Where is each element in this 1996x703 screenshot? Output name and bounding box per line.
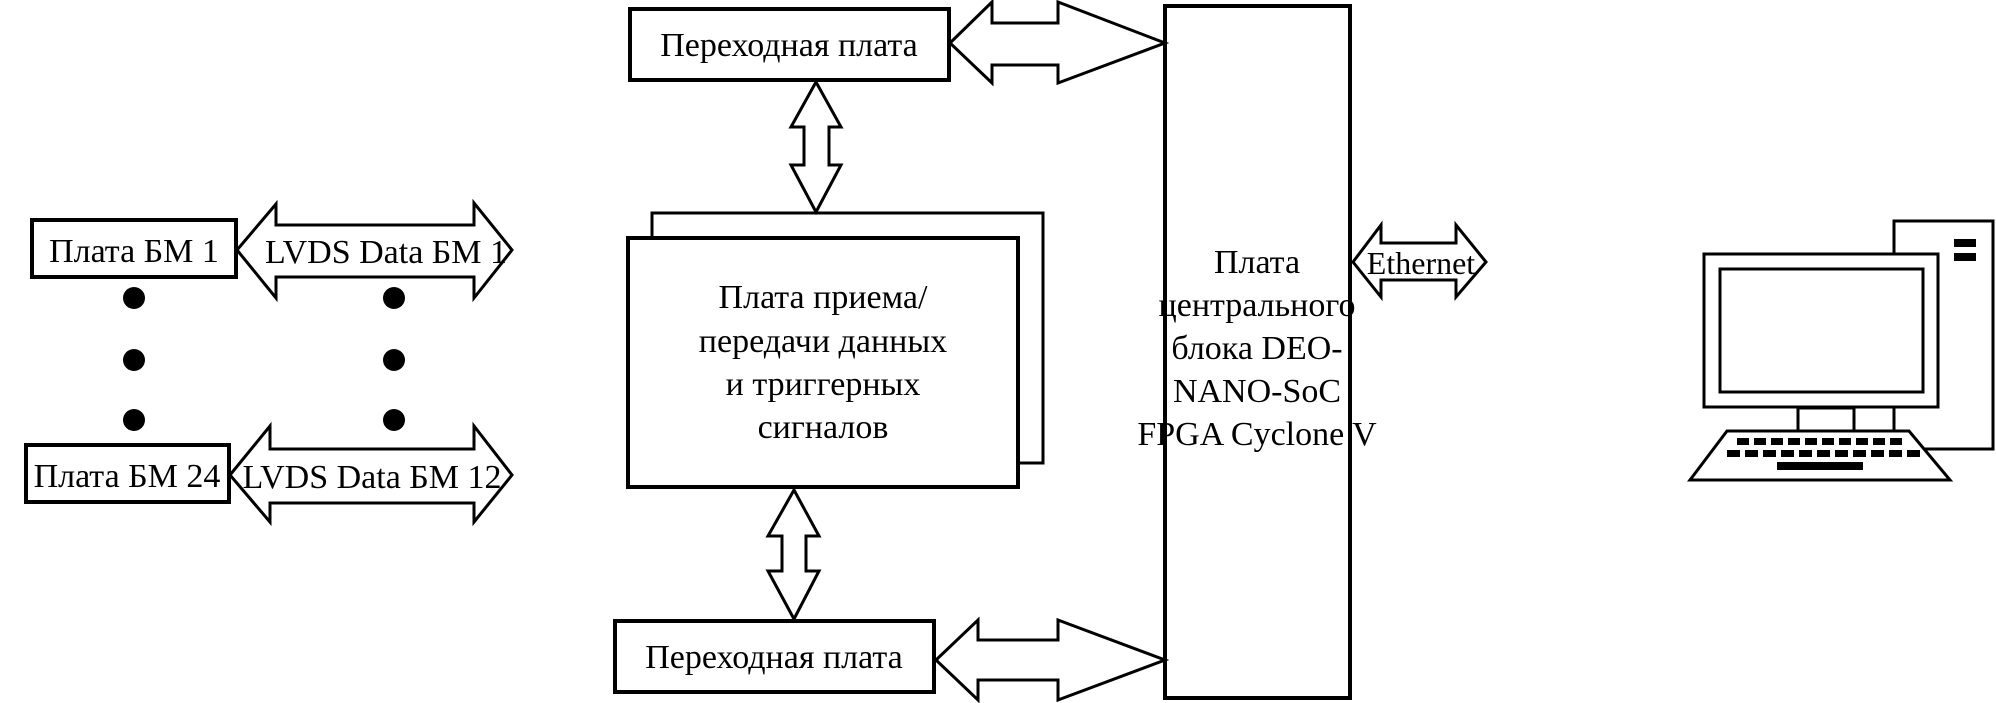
computer-icon [1686,219,1995,482]
adapter-top-label: Переходная плата [660,27,917,64]
rx-tx-board-label-line3: и триггерных [726,366,921,403]
ellipsis-dots-lvds [383,287,405,431]
ellipsis-dot [383,349,405,371]
adapter-top-central-double-arrow [947,0,1170,87]
ellipsis-dot [123,287,145,309]
ethernet-arrow-label: Ethernet [1367,245,1476,281]
adapter-top-box [628,7,951,82]
central-board-label-line1: Плата [1214,244,1300,281]
rx-tx-board-label-line4: сигналов [758,409,889,446]
central-board-label-line5: FPGA Cyclone V [1137,416,1377,453]
bm24-board-label: Плата БМ 24 [34,458,221,495]
adapter-bottom-box [613,619,936,694]
adapter-top-node: Переходная плата [628,7,951,82]
adapter-bottom-central-double-arrow [933,616,1170,703]
bm1-board-label: Плата БМ 1 [49,233,219,270]
lvds1-arrow: LVDS Data БМ 1 [235,198,514,303]
monitor-stand-icon [1796,406,1856,433]
rx-tx-board-node: Плата приема/ передачи данных и триггерн… [626,211,1045,489]
lvds12-arrow-label: LVDS Data БМ 12 [242,459,501,496]
ellipsis-dots-boards [123,287,145,431]
central-board-box [1163,4,1352,700]
ethernet-double-arrow-shape [1351,220,1488,302]
lvds12-arrow: LVDS Data БМ 12 [228,421,514,527]
central-board-label-line4: NANO-SoC [1173,373,1341,410]
drive-slot-icon [1954,239,1976,247]
bm1-board-node: Плата БМ 1 [30,218,238,279]
keyboard-keys-icon [1727,438,1920,470]
rxtx-adapter-bottom-double-arrow [765,486,822,623]
bm1-board-box [30,218,238,279]
bm24-board-node: Плата БМ 24 [24,443,231,504]
ethernet-arrow: Ethernet [1351,220,1488,302]
rx-tx-board-label-line2: передачи данных [699,323,947,360]
adapter-bottom-node: Переходная плата [613,619,936,694]
ellipsis-dot [383,287,405,309]
lvds12-double-arrow-shape [228,421,514,527]
lvds1-arrow-label: LVDS Data БМ 1 [265,234,507,271]
adapter-bottom-label: Переходная плата [645,639,902,676]
central-board-label-line3: блока DEO- [1171,330,1342,367]
rx-tx-board-box [626,236,1020,489]
monitor-screen-icon [1718,267,1925,394]
drive-slot-icon [1954,253,1976,261]
ellipsis-dot [123,409,145,431]
central-board-label-line2: центрального [1159,287,1356,324]
ellipsis-dot [383,409,405,431]
ellipsis-dot [123,349,145,371]
central-board-node: Плата центрального блока DEO- NANO-SoC F… [1137,4,1377,700]
rx-tx-board-label-line1: Плата приема/ [719,279,928,316]
bm24-board-box [24,443,231,504]
adapter-top-rxtx-double-arrow [788,78,844,216]
lvds1-double-arrow-shape [235,198,514,303]
